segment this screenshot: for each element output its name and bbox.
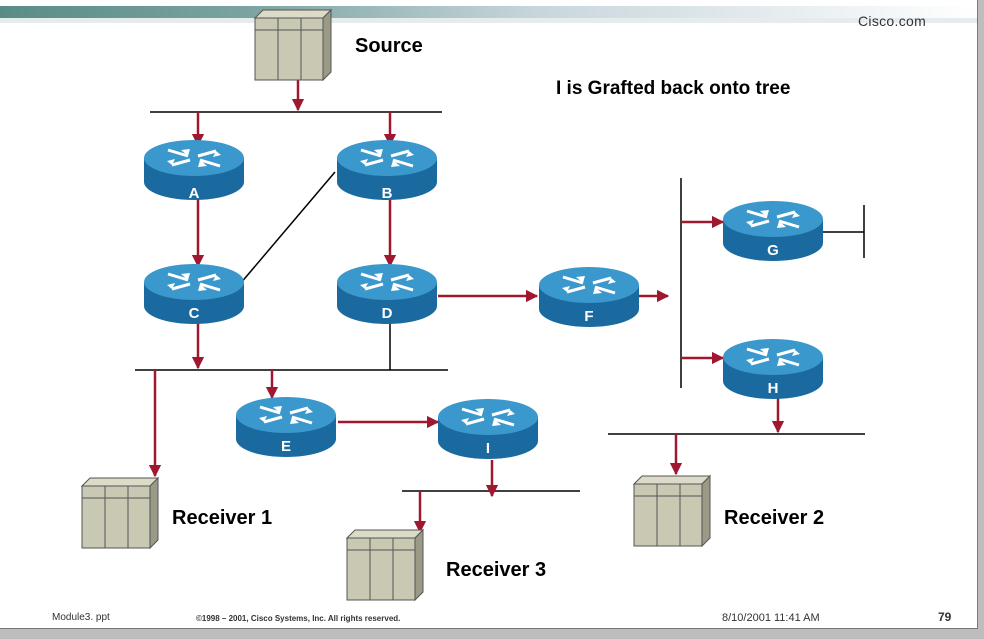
receiver2-host-icon (633, 475, 711, 547)
slide: Cisco.com (0, 0, 978, 629)
slide-title: I is Grafted back onto tree (556, 78, 791, 99)
router-a-label: A (188, 185, 200, 202)
router-e-label: E (280, 438, 291, 455)
receiver1-label: Receiver 1 (172, 507, 273, 529)
router-g-label: G (767, 242, 779, 259)
receiver3-label: Receiver 3 (446, 559, 547, 581)
router-i-label: I (485, 440, 491, 457)
brand-logo: Cisco.com (858, 13, 927, 29)
source-host-icon (254, 9, 332, 81)
router-d-label: D (381, 305, 393, 322)
footer-filename: Module3. ppt (52, 612, 110, 623)
router-f-label: F (584, 308, 594, 325)
receiver2-label: Receiver 2 (724, 507, 825, 529)
source-label: Source (355, 35, 423, 57)
router-c-label: C (188, 305, 200, 322)
footer-copyright: ©1998 – 2001, Cisco Systems, Inc. All ri… (196, 614, 401, 623)
footer-date: 8/10/2001 11:41 AM (722, 612, 820, 624)
router-h-label: H (767, 380, 779, 397)
router-b-label: B (381, 185, 393, 202)
receiver1-host-icon (81, 477, 159, 549)
network-diagram (81, 9, 865, 601)
header-banner (0, 6, 977, 23)
footer-page-number: 79 (938, 610, 952, 624)
receiver3-host-icon (346, 529, 424, 601)
